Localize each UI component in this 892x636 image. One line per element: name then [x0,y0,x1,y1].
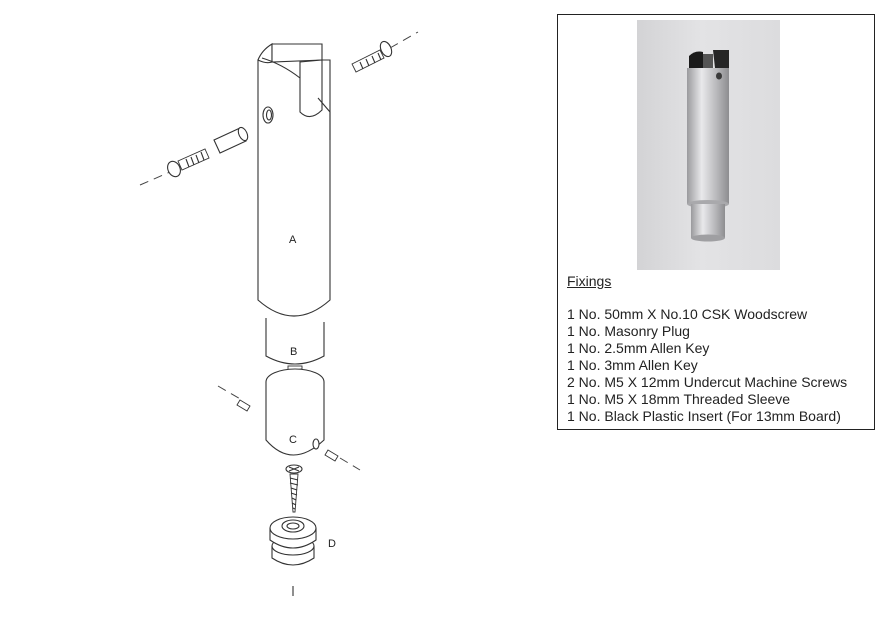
label-c: C [289,434,297,446]
fixings-item: 1 No. M5 X 18mm Threaded Sleeve [567,391,791,407]
label-d: D [328,538,336,550]
fixings-item: 1 No. 3mm Allen Key [567,357,698,373]
grub-screw-left [236,399,251,412]
machine-screw-right [351,40,393,73]
part-c-adapter [265,368,325,456]
axis-line-grub-left [217,385,243,401]
machine-screw-left [167,148,210,178]
exploded-assembly-diagram: A B C D [139,31,419,596]
fixings-panel: Fixings 1 No. 50mm X No.10 CSK Woodscrew… [557,14,875,430]
axis-line-grub-right [339,457,361,471]
post-photo-illustration [687,50,729,242]
label-a: A [289,234,297,246]
woodscrew [285,464,303,513]
threaded-sleeve [213,126,249,154]
axis-line-right [389,31,419,49]
product-photo [637,20,780,270]
fixings-item: 1 No. Masonry Plug [567,323,690,339]
fixings-item: 2 No. M5 X 12mm Undercut Machine Screws [567,374,848,390]
fixings-list: 1 No. 50mm X No.10 CSK Woodscrew 1 No. M… [567,306,847,425]
label-b: B [290,346,297,358]
part-b-spigot [265,318,325,365]
grub-screw-right [324,449,339,462]
part-a-post [257,43,331,317]
fixings-item: 1 No. 2.5mm Allen Key [567,340,710,356]
fixings-heading: Fixings [567,273,612,289]
fixings-item: 1 No. 50mm X No.10 CSK Woodscrew [567,306,808,322]
part-d-insert [269,516,317,566]
axis-line-left [139,171,171,186]
fixings-item: 1 No. Black Plastic Insert (For 13mm Boa… [567,408,841,424]
